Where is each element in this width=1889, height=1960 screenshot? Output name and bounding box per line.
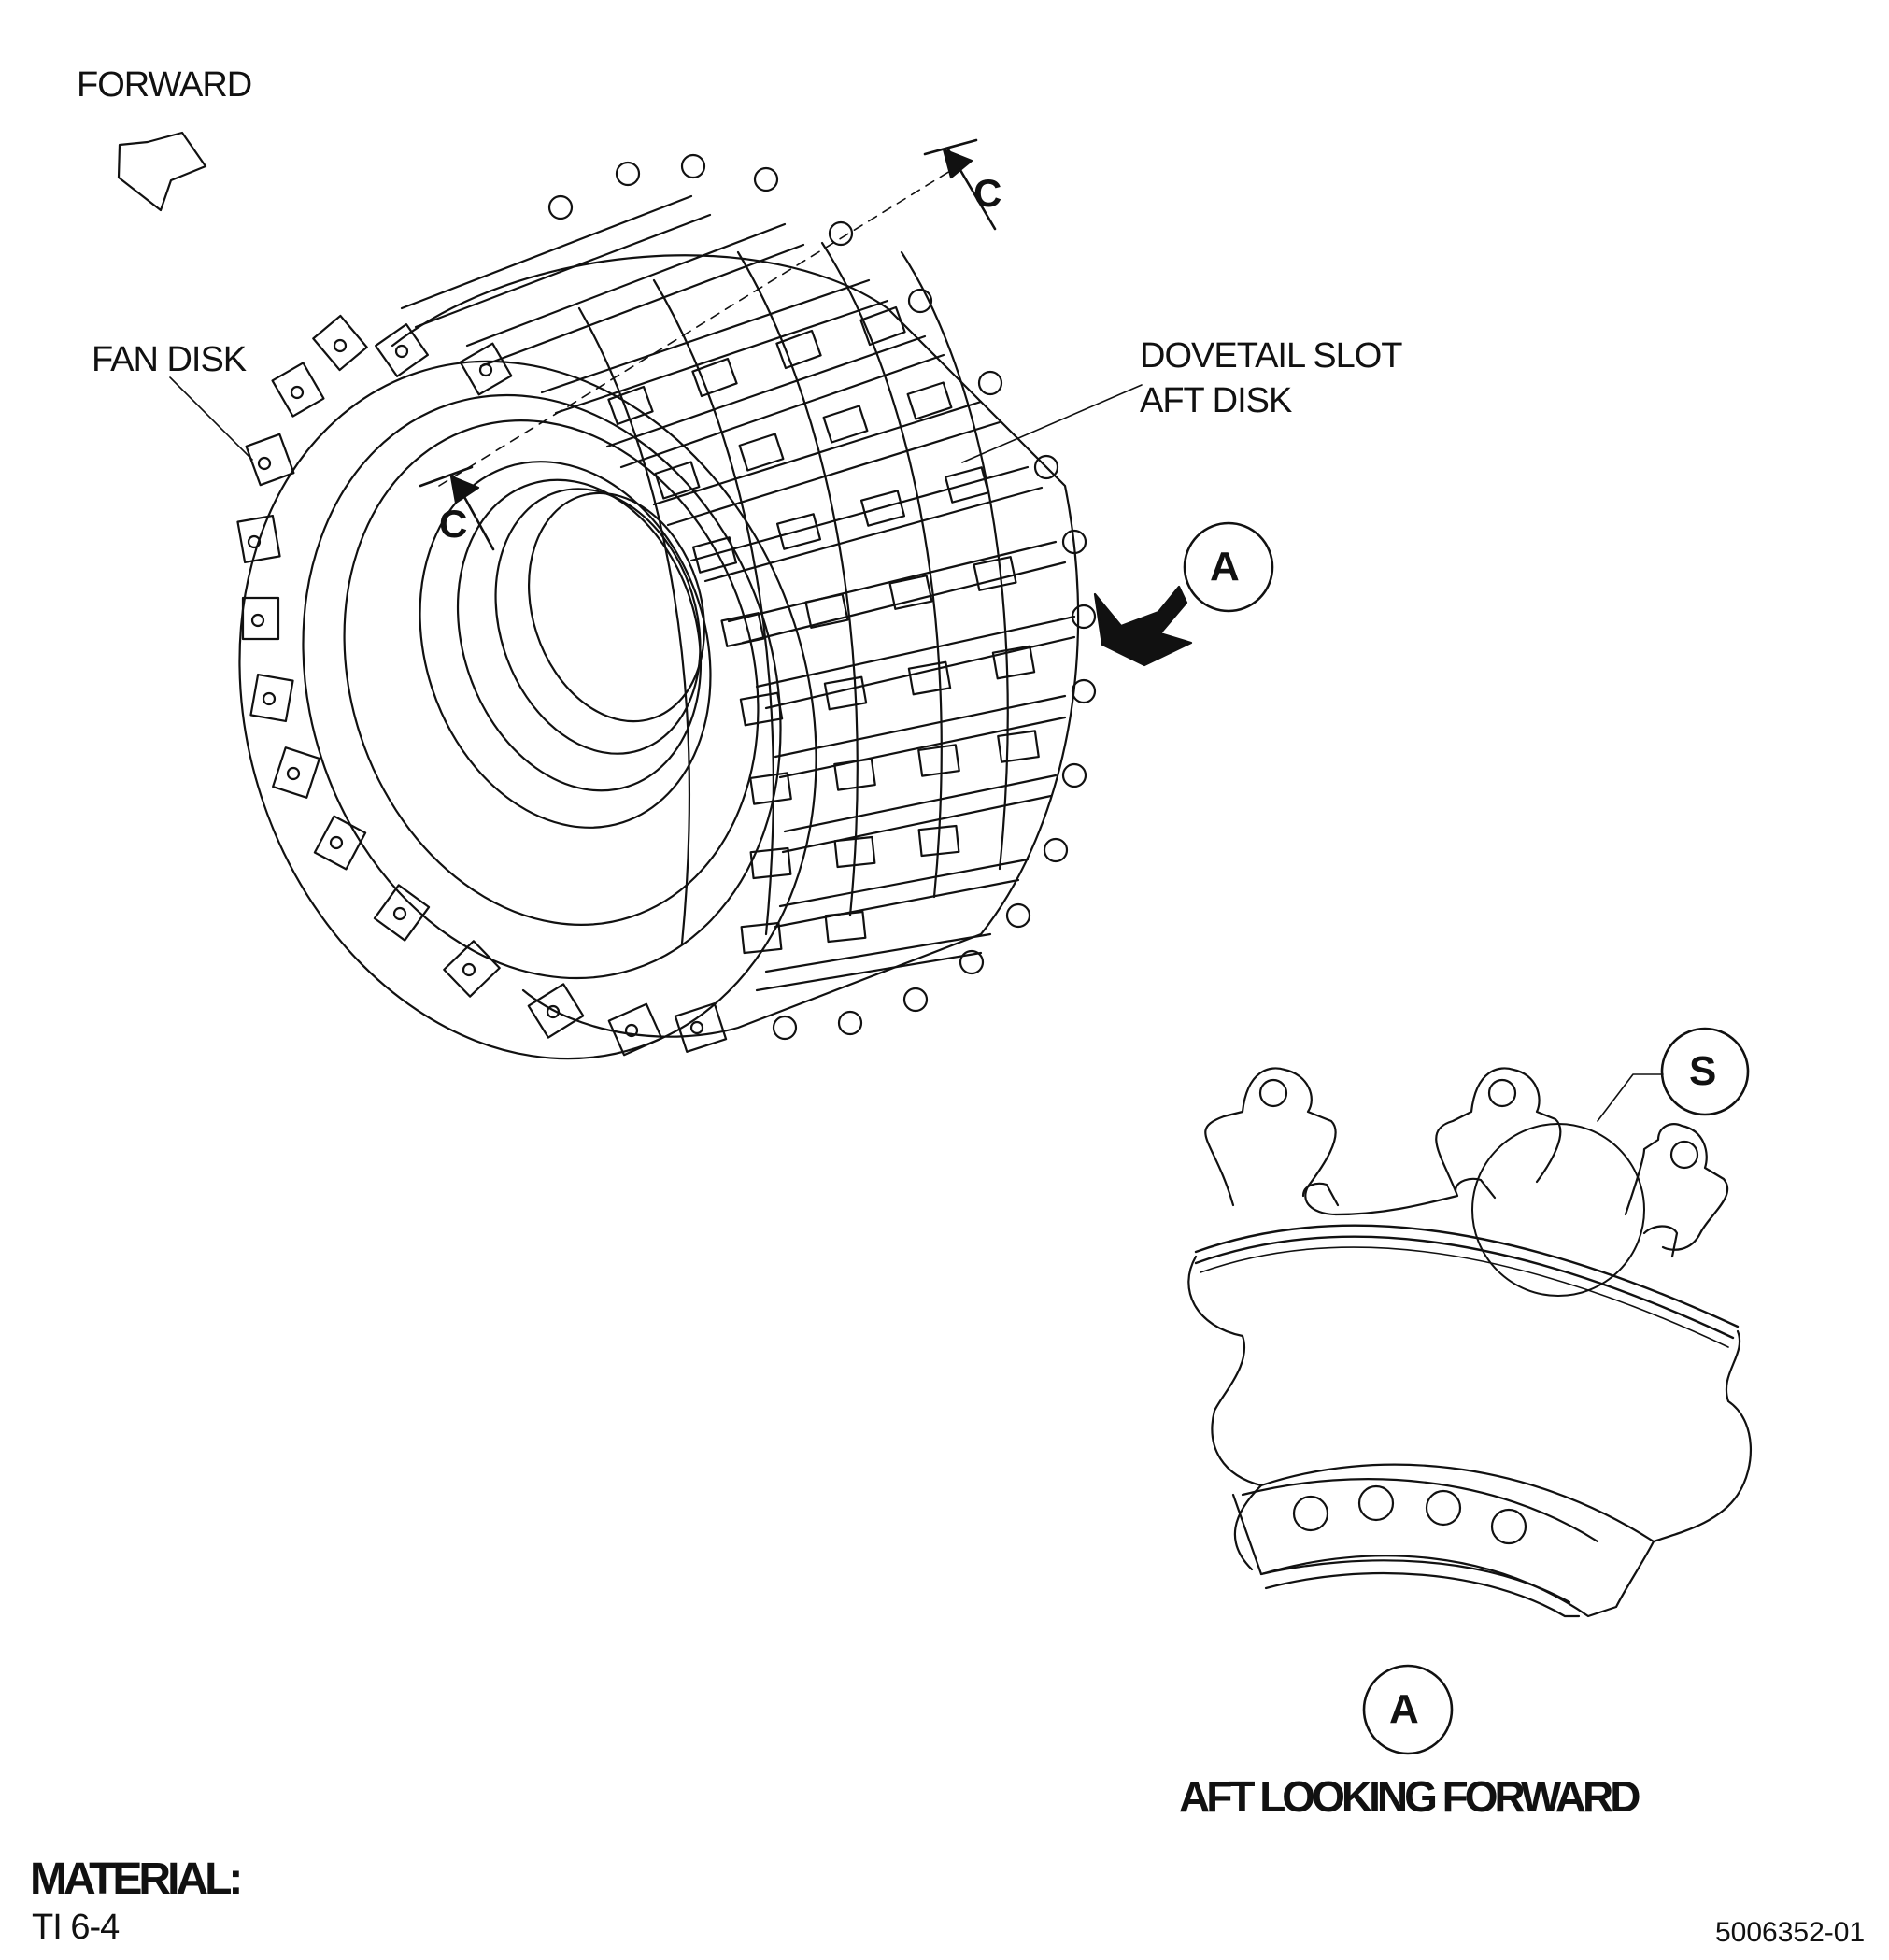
figure-number: 5006352-01 [1715, 1917, 1866, 1948]
section-c-top-label: C [973, 171, 1002, 215]
rim-posts [237, 316, 726, 1055]
fan-disk-label: FAN DISK [92, 340, 247, 379]
dovetail-leader [962, 385, 1142, 462]
view-title-callout-label: A [1389, 1686, 1419, 1732]
section-arrow-icon-bottom [451, 476, 478, 503]
detail-callout-label: S [1689, 1048, 1717, 1094]
bore-inner-3 [501, 470, 732, 744]
section-c-bottom-label: C [439, 502, 468, 546]
dovetail-slot-label: DOVETAIL SLOT [1140, 336, 1403, 376]
view-title-callout-circle [1364, 1666, 1452, 1754]
detail-s-circle [1472, 1124, 1644, 1296]
drum-body [392, 255, 1078, 1036]
fan-disk-leader [170, 377, 252, 460]
material-value: TI 6-4 [32, 1908, 120, 1947]
axial-slots [402, 196, 1074, 990]
rim-post-holes [249, 340, 703, 1036]
view-callout-label: A [1210, 544, 1240, 589]
forward-label: FORWARD [77, 65, 252, 105]
solid-arrow-icon [1095, 587, 1191, 665]
section-arrow-icon [944, 149, 972, 178]
section-line [439, 163, 962, 486]
edge-lugs [549, 155, 1095, 1039]
front-face-outer [151, 286, 903, 1134]
drum-rings [579, 243, 1008, 944]
aft-disk-label: AFT DISK [1140, 381, 1292, 420]
view-callout-circle [1185, 523, 1272, 611]
bore-outer [375, 423, 757, 865]
view-a-drawing [1188, 1068, 1751, 1616]
material-heading: MATERIAL: [30, 1854, 243, 1904]
view-title: AFT LOOKING FORWARD [1179, 1772, 1640, 1821]
forward-arrow-icon [119, 133, 206, 210]
drum-windows [608, 307, 1038, 953]
detail-callout-circle [1662, 1029, 1748, 1115]
bore-inner [419, 448, 740, 823]
front-face-ring-2 [281, 366, 822, 979]
detail-s-leader [1598, 1074, 1663, 1121]
fan-disk-drawing [151, 140, 1142, 1134]
bore-inner-2 [462, 462, 732, 781]
